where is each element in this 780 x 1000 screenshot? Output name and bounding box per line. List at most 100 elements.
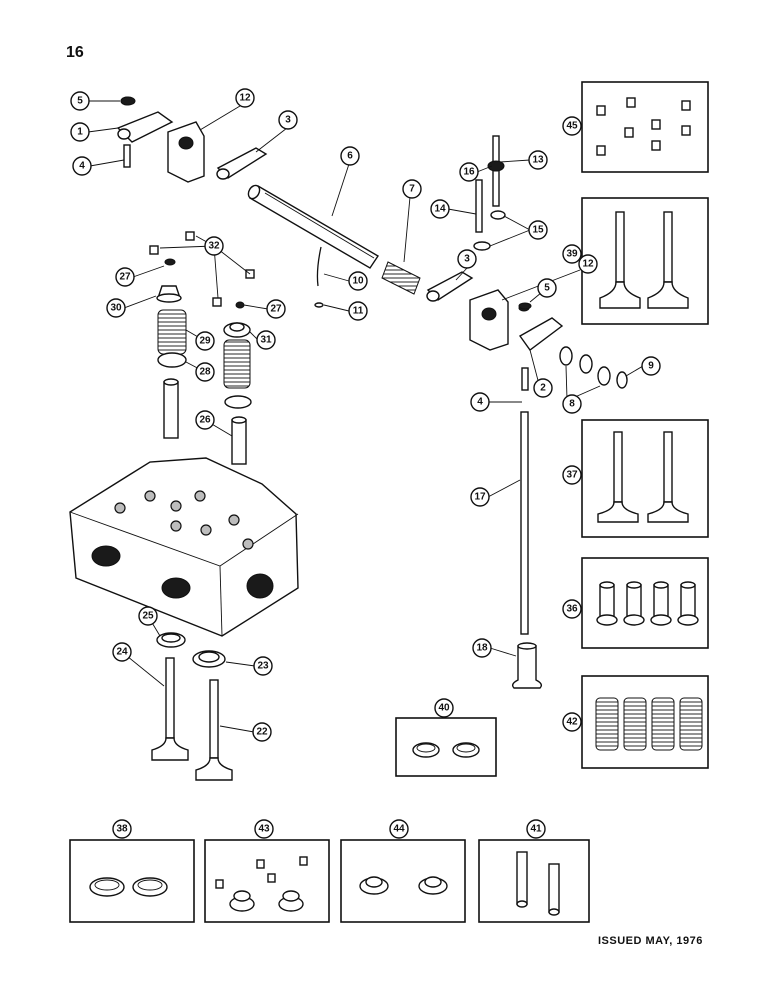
callout-39: 39 (562, 244, 582, 264)
callout-31: 31 (256, 330, 276, 350)
rocker-arm-3 (216, 147, 268, 180)
kit-box-44 (340, 839, 466, 923)
rocker-shaft-spring (381, 261, 421, 295)
callout-17: 17 (470, 487, 490, 507)
callout-7: 7 (402, 179, 422, 199)
svg-text:31: 31 (260, 335, 272, 346)
callout-5: 5 (537, 278, 557, 298)
svg-text:12: 12 (239, 93, 251, 104)
svg-text:10: 10 (352, 276, 364, 287)
kit-box-37 (581, 419, 709, 538)
oil-tube (314, 246, 324, 308)
kit-box-41 (478, 839, 590, 923)
callout-6: 6 (340, 146, 360, 166)
svg-text:7: 7 (409, 184, 415, 195)
callout-25: 25 (138, 606, 158, 626)
svg-text:5: 5 (544, 283, 550, 294)
spring-retainer-30 (156, 285, 182, 303)
page-number: 16 (66, 44, 84, 61)
callout-3: 3 (457, 249, 477, 269)
callout-12: 12 (578, 254, 598, 274)
valve-24 (151, 657, 189, 761)
svg-text:25: 25 (142, 611, 154, 622)
callout-43: 43 (254, 819, 274, 839)
issued-date: ISSUED MAY, 1976 (598, 935, 703, 947)
svg-text:3: 3 (285, 115, 291, 126)
svg-text:3: 3 (464, 254, 470, 265)
valve-springs-29 (157, 309, 251, 389)
svg-text:26: 26 (199, 415, 211, 426)
svg-text:29: 29 (199, 336, 211, 347)
svg-text:22: 22 (256, 727, 268, 738)
callout-40: 40 (434, 698, 454, 718)
callout-42: 42 (562, 712, 582, 732)
svg-text:17: 17 (474, 492, 486, 503)
svg-text:12: 12 (582, 259, 594, 270)
rocker-support-12-upper (167, 121, 205, 183)
kit-box-42 (581, 675, 709, 769)
callout-8: 8 (562, 394, 582, 414)
svg-text:16: 16 (463, 167, 475, 178)
stud-14 (473, 179, 506, 251)
cylinder-head (69, 457, 299, 637)
washers-8 (559, 346, 628, 389)
misc-small-parts (120, 96, 532, 310)
callouts: 5 1 4 12 3 6 7 10 11 3 12 5 16 13 14 15 … (70, 88, 661, 839)
svg-text:41: 41 (530, 824, 542, 835)
callout-45: 45 (562, 116, 582, 136)
svg-text:38: 38 (116, 824, 128, 835)
callout-5: 5 (70, 91, 90, 111)
tappet (511, 642, 543, 689)
callout-32: 32 (204, 236, 224, 256)
callout-9: 9 (641, 356, 661, 376)
callout-28: 28 (195, 362, 215, 382)
callout-22: 22 (252, 722, 272, 742)
svg-text:39: 39 (566, 249, 578, 260)
callout-29: 29 (195, 331, 215, 351)
rocker-arm-1 (116, 96, 174, 168)
callout-4: 4 (470, 392, 490, 412)
svg-text:24: 24 (116, 647, 128, 658)
valve-guides-26 (163, 378, 247, 465)
valve-seals (164, 258, 245, 309)
svg-text:45: 45 (566, 121, 578, 132)
callout-44: 44 (389, 819, 409, 839)
kit-box-38 (69, 839, 195, 923)
callout-27: 27 (115, 267, 135, 287)
kit-box-36 (581, 557, 709, 649)
stud-13 (487, 135, 505, 207)
callout-13: 13 (528, 150, 548, 170)
svg-text:27: 27 (119, 272, 131, 283)
svg-text:6: 6 (347, 151, 353, 162)
callout-41: 41 (526, 819, 546, 839)
rocker-shaft (247, 184, 379, 269)
callout-4: 4 (72, 156, 92, 176)
callout-23: 23 (253, 656, 273, 676)
valve-22 (195, 679, 233, 781)
kit-box-39 (581, 197, 709, 325)
svg-text:18: 18 (476, 643, 488, 654)
svg-text:15: 15 (532, 225, 544, 236)
callout-18: 18 (472, 638, 492, 658)
svg-text:37: 37 (566, 470, 578, 481)
callout-30: 30 (106, 298, 126, 318)
callout-11: 11 (348, 301, 368, 321)
valve-seat-insert-23 (192, 650, 226, 668)
svg-text:27: 27 (270, 304, 282, 315)
callout-16: 16 (459, 162, 479, 182)
svg-text:28: 28 (199, 367, 211, 378)
svg-text:13: 13 (532, 155, 544, 166)
valve-seat-insert-25 (156, 632, 186, 648)
kit-box-43 (204, 839, 330, 923)
callout-38: 38 (112, 819, 132, 839)
callout-3: 3 (278, 110, 298, 130)
rocker-arm-2 (518, 304, 564, 391)
callout-24: 24 (112, 642, 132, 662)
callout-12: 12 (235, 88, 255, 108)
svg-text:11: 11 (353, 306, 364, 317)
callout-15: 15 (528, 220, 548, 240)
svg-text:5: 5 (77, 96, 83, 107)
svg-text:43: 43 (258, 824, 270, 835)
